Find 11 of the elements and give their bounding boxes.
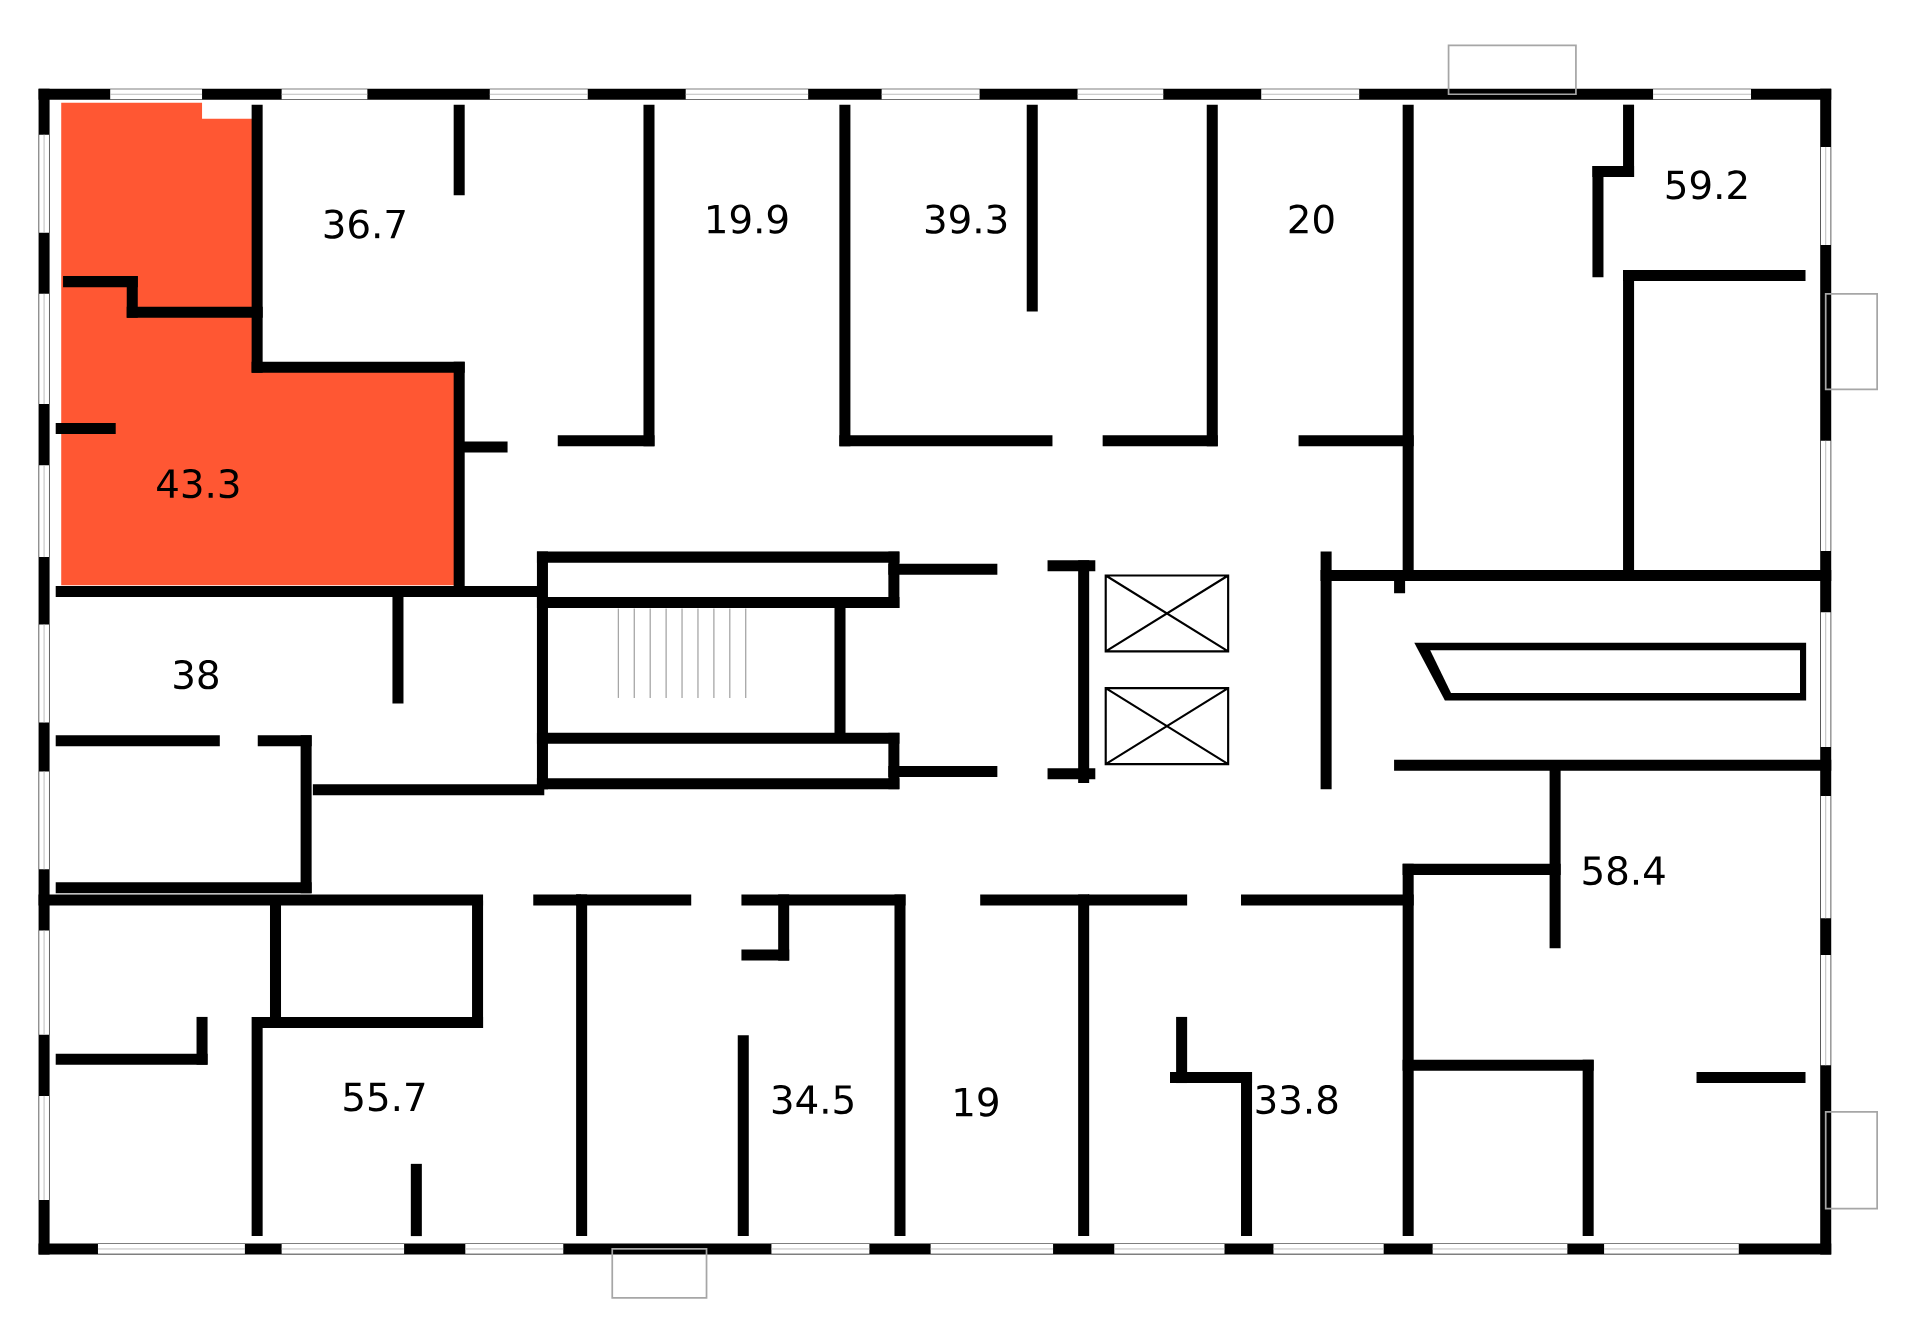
area-label: 19.9 (708, 204, 788, 234)
area-label: 38 (174, 659, 218, 690)
area-label: 39.3 (925, 204, 1007, 234)
area-label: 36.7 (324, 209, 405, 239)
area-label: 55.7 (344, 1082, 425, 1112)
area-label: 33.8 (1256, 1084, 1338, 1114)
area-label: 34.5 (772, 1084, 853, 1114)
area-label: 58.4 (1583, 855, 1665, 885)
area-label: 59.2 (1666, 170, 1747, 200)
area-label: 20 (1289, 204, 1334, 234)
area-label: 19 (955, 1087, 998, 1117)
